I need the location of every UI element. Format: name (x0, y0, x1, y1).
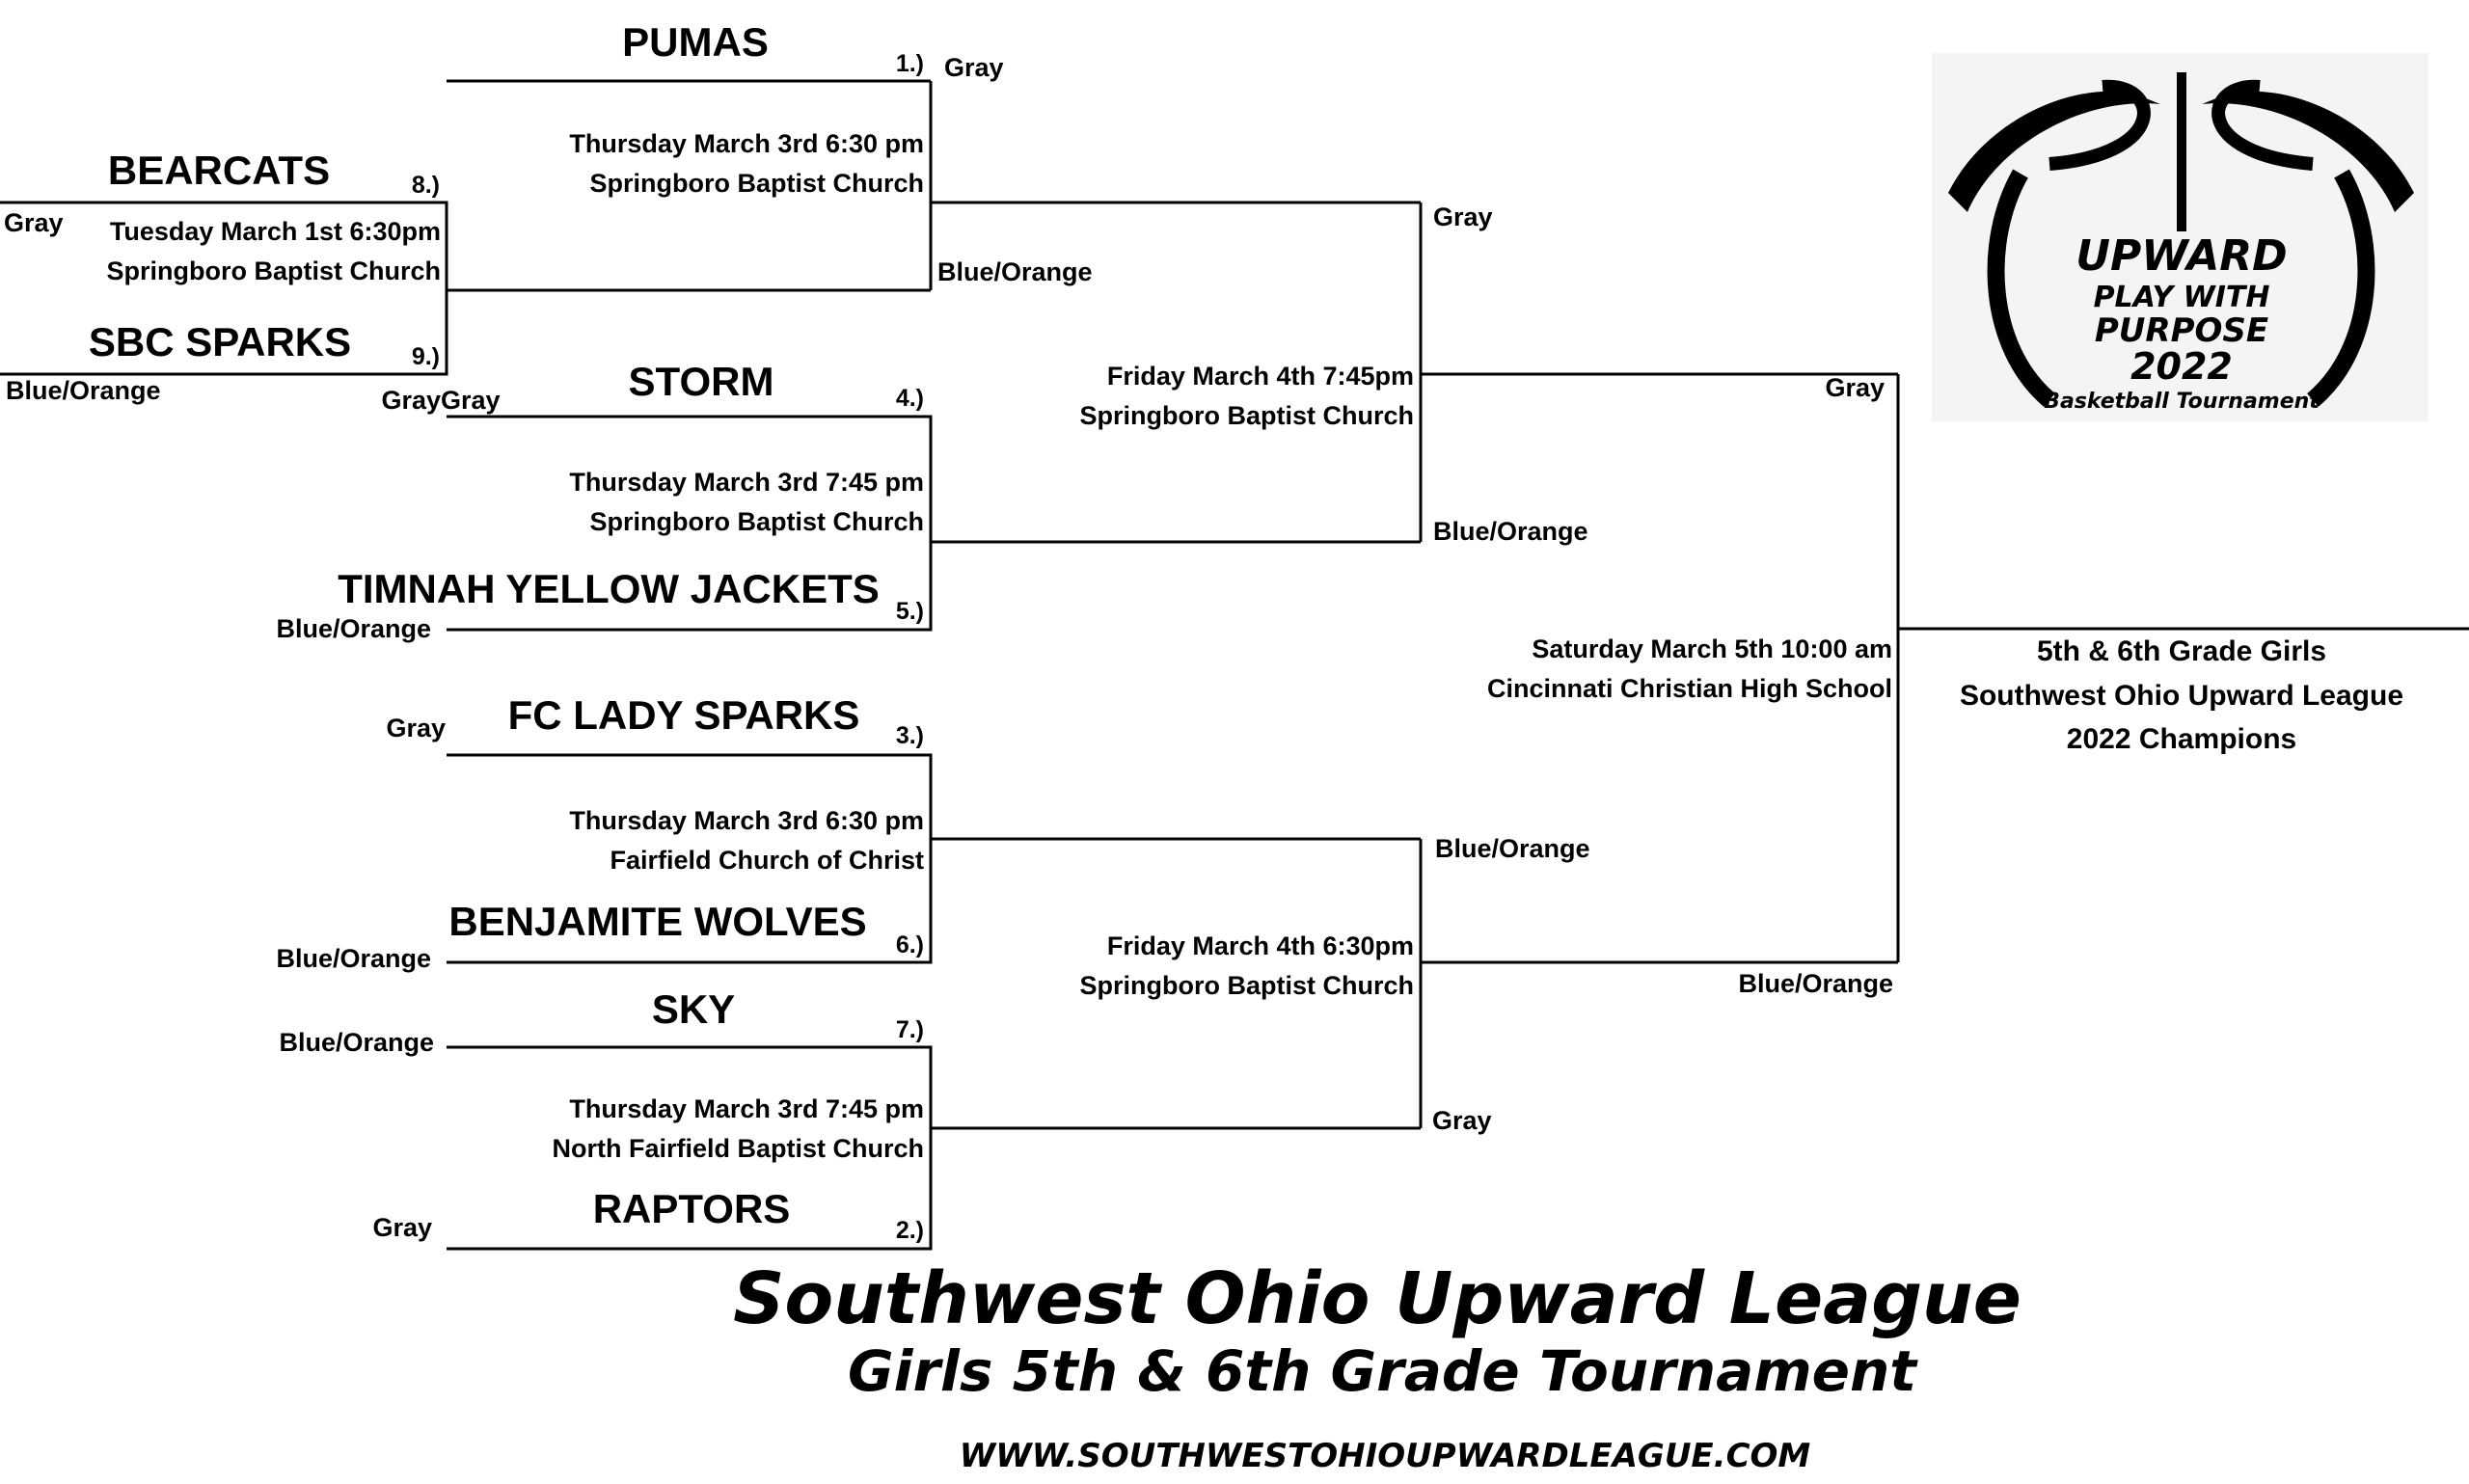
logo-arc-right-lower (2307, 169, 2375, 407)
seed-storm: 4.) (896, 385, 924, 412)
footer-subtitle: Girls 5th & 6th Grade Tournament (848, 1338, 1918, 1404)
color-label-sbc-sparks: Blue/Orange (6, 376, 161, 405)
bracket-line-game5 (447, 1045, 933, 1251)
final-datetime: Saturday March 5th 10:00 am (1532, 634, 1892, 663)
semifinal1-location: Springboro Baptist Church (1080, 401, 1415, 430)
color-label-fc-lady-sparks: Gray (386, 714, 446, 742)
logo-swoosh-left (2048, 79, 2151, 171)
team-name-raptors: RAPTORS (593, 1186, 791, 1231)
final-top-color: Gray (1825, 373, 1885, 402)
champion-line1: 5th & 6th Grade Girls (2037, 635, 2326, 667)
game2-location: Springboro Baptist Church (590, 169, 925, 198)
seed-sbc-sparks: 9.) (412, 343, 440, 370)
team-name-sbc-sparks: SBC SPARKS (89, 319, 351, 364)
semifinal2-top-color: Blue/Orange (1435, 834, 1590, 863)
seed-benjamite-wolves: 6.) (896, 931, 924, 958)
color-label-raptors: Gray (372, 1213, 432, 1242)
color-label-storm: Gray (381, 386, 441, 415)
upward-basketball-logo: UPWARD PLAY WITH PURPOSE 2022 Basketball… (1932, 53, 2428, 421)
final-location: Cincinnati Christian High School (1487, 674, 1892, 703)
logo-tagline-2: PURPOSE (2095, 311, 2268, 350)
semifinal1-top-color: Gray (1433, 202, 1493, 231)
game4-datetime: Thursday March 3rd 6:30 pm (569, 806, 924, 835)
seed-fc-lady-sparks: 3.) (896, 722, 924, 749)
logo-arc-left-upper (1948, 91, 2160, 212)
team-name-timnah: TIMNAH YELLOW JACKETS (338, 566, 880, 611)
semifinal1-bottom-color: Blue/Orange (1433, 517, 1588, 546)
logo-brand: UPWARD (2076, 231, 2287, 281)
final-bottom-color: Blue/Orange (1738, 969, 1893, 998)
semifinal1-datetime: Friday March 4th 7:45pm (1107, 362, 1414, 391)
color-label-sky: Blue/Orange (279, 1028, 434, 1057)
game1-winner-color: Gray (441, 386, 501, 415)
game5-datetime: Thursday March 3rd 7:45 pm (569, 1094, 924, 1123)
game3-location: Springboro Baptist Church (590, 507, 925, 536)
logo-arc-left-lower (1987, 169, 2055, 407)
team-name-sky: SKY (652, 986, 735, 1032)
game2-datetime: Thursday March 3rd 6:30 pm (569, 129, 924, 158)
color-label-timnah: Blue/Orange (276, 614, 431, 643)
team-name-fc-lady-sparks: FC LADY SPARKS (508, 692, 860, 738)
logo-year: 2022 (2130, 345, 2233, 388)
footer-website-url[interactable]: WWW.SOUTHWESTOHIOUPWARDLEAGUE.COM (960, 1437, 1811, 1475)
bracket-lines (0, 79, 2469, 1251)
color-label-benjamite-wolves: Blue/Orange (276, 944, 431, 973)
champion-line2: Southwest Ohio Upward League (1960, 680, 2403, 712)
game1-datetime: Tuesday March 1st 6:30pm (110, 217, 441, 246)
bracket-line-game1 (0, 201, 448, 376)
seed-bearcats: 8.) (412, 172, 440, 199)
game2-winner-color: Blue/Orange (937, 257, 1093, 286)
team-name-benjamite-wolves: BENJAMITE WOLVES (448, 899, 866, 944)
team-name-pumas: PUMAS (622, 19, 769, 65)
game5-location: North Fairfield Baptist Church (552, 1134, 924, 1163)
footer-title: Southwest Ohio Upward League (733, 1257, 2021, 1340)
team-name-bearcats: BEARCATS (108, 148, 330, 193)
game3-datetime: Thursday March 3rd 7:45 pm (569, 468, 924, 497)
seed-sky: 7.) (896, 1016, 924, 1043)
semifinal2-bottom-color: Gray (1432, 1106, 1492, 1135)
seed-timnah: 5.) (896, 598, 924, 625)
logo-swoosh-right (2211, 79, 2314, 171)
seed-raptors: 2.) (896, 1217, 924, 1244)
bracket-line-game4 (447, 753, 933, 964)
bracket-line-game3 (447, 415, 933, 632)
game4-location: Fairfield Church of Christ (610, 846, 924, 875)
team-name-storm: STORM (629, 359, 774, 404)
seed-pumas: 1.) (896, 50, 924, 77)
color-label-bearcats: Gray (4, 208, 64, 237)
logo-caption: Basketball Tournament (2044, 390, 2320, 414)
logo-tagline-1: PLAY WITH (2094, 281, 2270, 314)
logo-arc-right-upper (2202, 91, 2414, 212)
game1-location: Springboro Baptist Church (107, 256, 442, 285)
semifinal2-datetime: Friday March 4th 6:30pm (1107, 931, 1414, 960)
champion-line3: 2022 Champions (2067, 723, 2296, 755)
semifinal2-location: Springboro Baptist Church (1080, 971, 1415, 1000)
color-label-pumas: Gray (944, 53, 1004, 82)
